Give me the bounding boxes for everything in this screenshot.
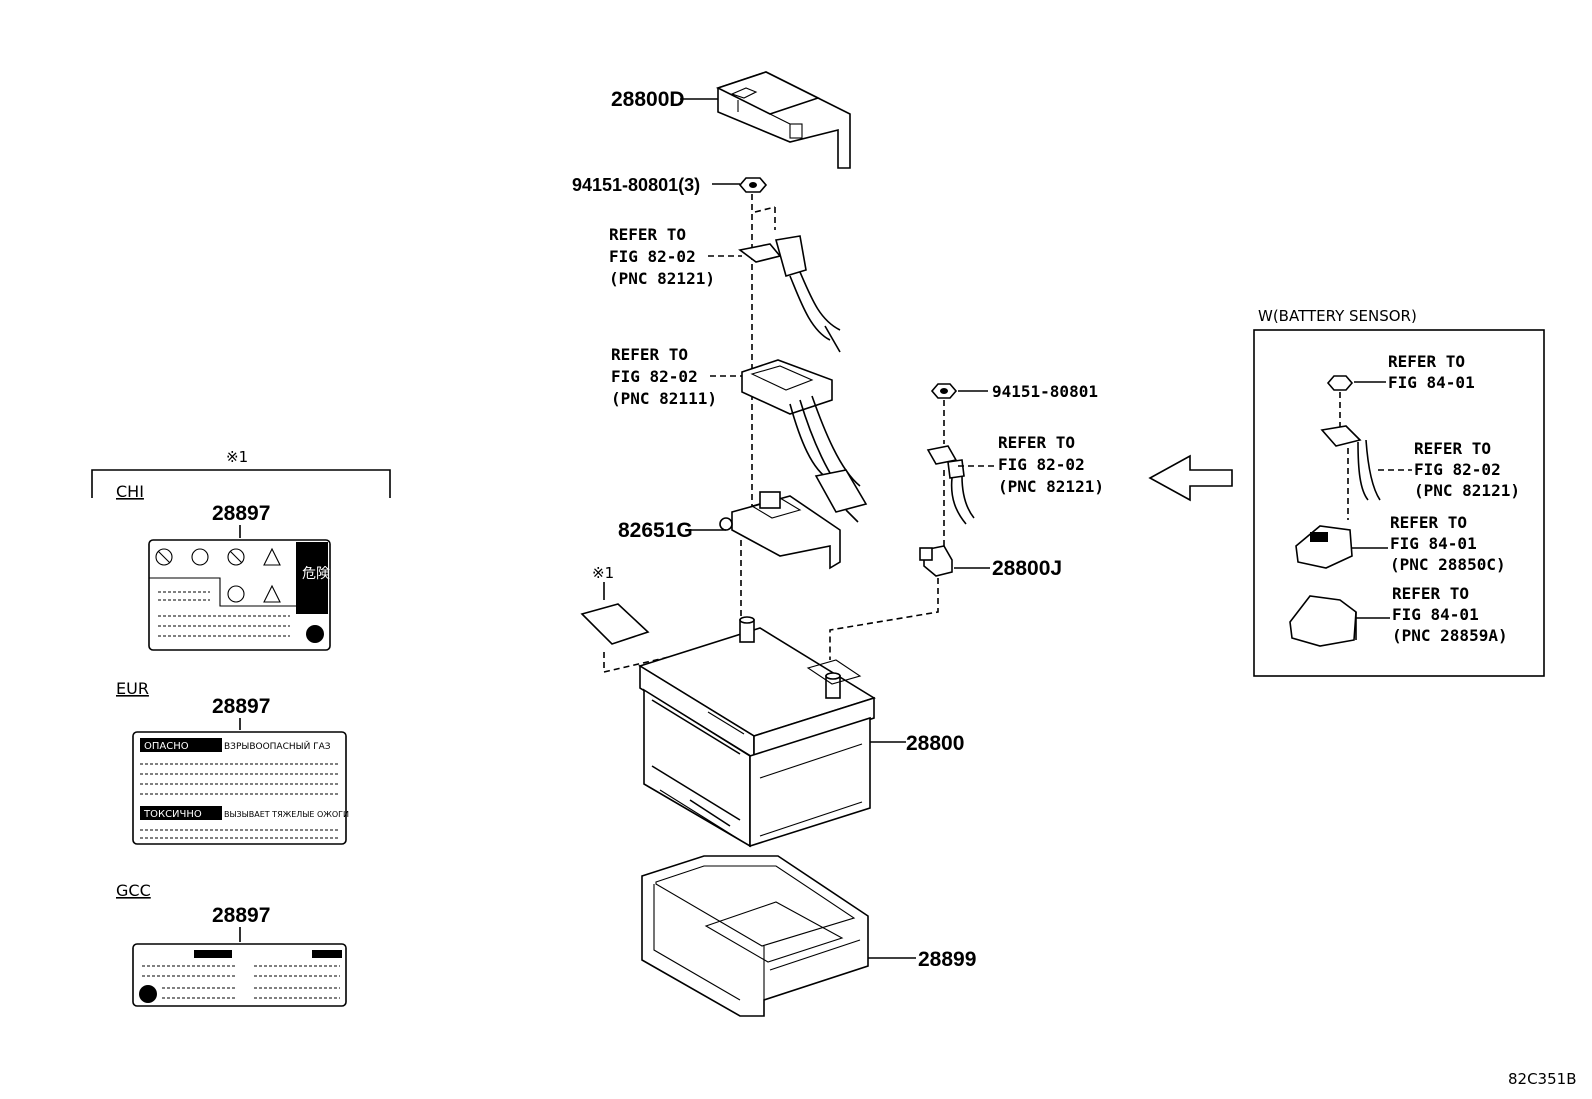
battery-terminal-cover <box>715 71 851 169</box>
svg-text:FIG 84-01: FIG 84-01 <box>1388 373 1475 392</box>
negative-cable-terminal <box>926 445 975 525</box>
svg-text:REFER TO: REFER TO <box>609 225 686 244</box>
part-label-terminal[interactable]: 28800J <box>992 557 1062 580</box>
part-label-nut-right[interactable]: 94151-80801 <box>992 382 1098 401</box>
svg-text:(PNC 28850C): (PNC 28850C) <box>1390 555 1506 574</box>
flange-nut-icon <box>738 177 768 193</box>
figure-code: 82C351B <box>1508 1070 1576 1088</box>
note-mark: ※1 <box>592 564 614 582</box>
ref-fig-82-02-pnc-82121-sensor[interactable]: REFER TO FIG 82-02 (PNC 82121) <box>1414 439 1520 500</box>
svg-text:FIG 82-02: FIG 82-02 <box>998 455 1085 474</box>
region-chi: CHI <box>116 482 144 501</box>
svg-text:REFER TO: REFER TO <box>1388 352 1465 371</box>
arrow-left-icon <box>1148 454 1233 502</box>
flange-nut-right-icon <box>930 383 958 399</box>
svg-text:危険: 危険 <box>302 566 330 582</box>
ref-fig-82-02-pnc-82121-lower[interactable]: REFER TO FIG 82-02 (PNC 82121) <box>998 433 1104 496</box>
svg-text:(PNC 82121): (PNC 82121) <box>609 269 715 288</box>
svg-text:FIG 82-02: FIG 82-02 <box>611 367 698 386</box>
ref-fig-84-01-nut[interactable]: REFER TO FIG 84-01 <box>1388 352 1475 392</box>
svg-text:REFER TO: REFER TO <box>1392 584 1469 603</box>
positive-cable-terminal <box>738 235 841 353</box>
svg-text:FIG 82-02: FIG 82-02 <box>609 247 696 266</box>
svg-text:(PNC 82121): (PNC 82121) <box>1414 481 1520 500</box>
ref-fig-84-01-pnc-28850c[interactable]: REFER TO FIG 84-01 (PNC 28850C) <box>1390 513 1506 574</box>
svg-text:ВЫЗЫВАЕТ ТЯЖЕЛЫЕ ОЖОГИ: ВЫЗЫВАЕТ ТЯЖЕЛЫЕ ОЖОГИ <box>224 810 349 819</box>
battery-sensor-box: W(BATTERY SENSOR) REFER TO FIG 84-01 REF… <box>1253 307 1545 677</box>
caution-label-sheet <box>580 603 650 645</box>
part-label-nut-top[interactable]: 94151-80801(3) <box>572 175 700 195</box>
part-label-tray[interactable]: 28899 <box>918 948 976 971</box>
ref-fig-84-01-pnc-28859a[interactable]: REFER TO FIG 84-01 (PNC 28859A) <box>1392 584 1508 645</box>
svg-text:(PNC 28859A): (PNC 28859A) <box>1392 626 1508 645</box>
ref-fig-82-02-pnc-82121-upper[interactable]: REFER TO FIG 82-02 (PNC 82121) <box>609 225 715 288</box>
svg-text:(PNC 82111): (PNC 82111) <box>611 389 717 408</box>
part-label-eur[interactable]: 28897 <box>212 695 270 718</box>
svg-text:FIG 84-01: FIG 84-01 <box>1392 605 1479 624</box>
part-label-clamp[interactable]: 82651G <box>618 519 693 542</box>
svg-text:REFER TO: REFER TO <box>611 345 688 364</box>
labels-panel-mark: ※1 <box>226 448 248 466</box>
region-eur: EUR <box>116 679 149 698</box>
battery-sensor-terminal <box>919 545 953 577</box>
svg-text:ОПАСНО: ОПАСНО <box>144 741 189 752</box>
region-gcc: GCC <box>116 881 151 900</box>
battery <box>638 616 876 848</box>
label-chi: 危険 <box>148 539 331 651</box>
svg-text:REFER TO: REFER TO <box>998 433 1075 452</box>
svg-text:REFER TO: REFER TO <box>1390 513 1467 532</box>
svg-text:FIG 84-01: FIG 84-01 <box>1390 534 1477 553</box>
label-eur: ОПАСНО ВЗРЫВООПАСНЫЙ ГАЗ ТОКСИЧНО ВЫЗЫВА… <box>132 731 349 845</box>
svg-text:ТОКСИЧНО: ТОКСИЧНО <box>143 809 202 820</box>
svg-text:REFER TO: REFER TO <box>1414 439 1491 458</box>
part-label-battery[interactable]: 28800 <box>906 732 964 755</box>
labels-panel: ※1 CHI 28897 危険 EUR 28897 <box>91 448 391 1007</box>
battery-tray <box>641 855 869 1017</box>
part-label-gcc[interactable]: 28897 <box>212 904 270 927</box>
sensor-box-title: W(BATTERY SENSOR) <box>1258 307 1417 325</box>
svg-text:FIG 82-02: FIG 82-02 <box>1414 460 1501 479</box>
part-label-cover[interactable]: 28800D <box>611 88 685 111</box>
svg-text:ВЗРЫВООПАСНЫЙ ГАЗ: ВЗРЫВООПАСНЫЙ ГАЗ <box>224 740 331 752</box>
battery-clamp <box>719 491 841 570</box>
fusible-link-block <box>741 359 868 523</box>
ref-fig-82-02-pnc-82111[interactable]: REFER TO FIG 82-02 (PNC 82111) <box>611 345 717 408</box>
label-gcc <box>132 943 347 1007</box>
part-label-chi[interactable]: 28897 <box>212 502 270 525</box>
svg-text:(PNC 82121): (PNC 82121) <box>998 477 1104 496</box>
